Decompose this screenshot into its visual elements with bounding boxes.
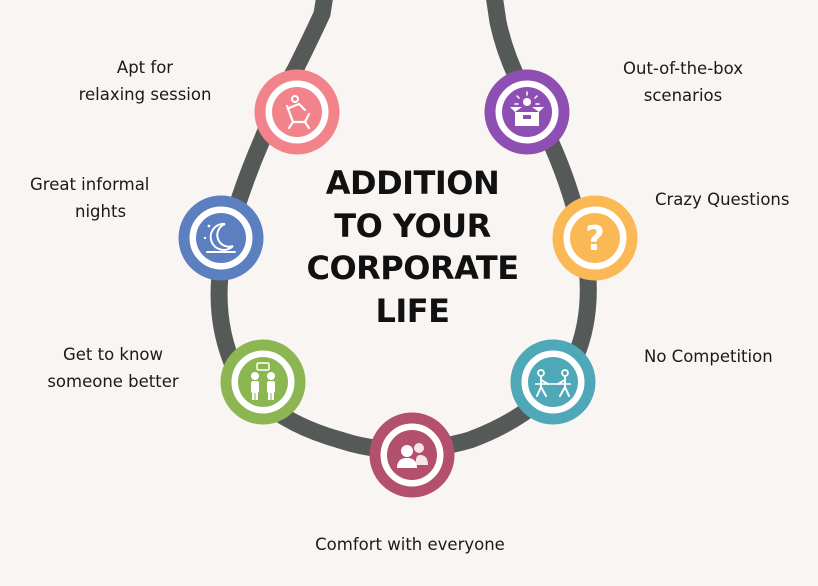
svg-text:?: ? [585, 219, 605, 259]
group-icon [397, 443, 428, 468]
node-out-of-the-box [484, 69, 570, 155]
conversation-icon [251, 362, 275, 400]
title-line: CORPORATE [306, 249, 519, 287]
node-comfort [369, 412, 455, 498]
node-fill [528, 357, 578, 407]
label-no-competition: No Competition [644, 347, 773, 366]
label-crazy-questions: Crazy Questions [655, 190, 790, 209]
loop-track [210, 0, 597, 459]
title-line: TO YOUR [334, 206, 491, 245]
label-get-to-know: Get to know someone better [47, 345, 179, 391]
label-out-of-the-box: Out-of-the-box scenarios [623, 59, 743, 105]
node-relaxing-session [254, 69, 340, 155]
node-fill [238, 357, 288, 407]
node-crazy-questions: ? [552, 195, 638, 281]
label-relaxing-session: Apt for relaxing session [78, 58, 212, 104]
title-line: LIFE [375, 291, 450, 330]
tug-of-war-icon [535, 369, 571, 397]
moon-icon [203, 222, 236, 253]
node-no-competition [510, 339, 596, 425]
center-title: ADDITION TO YOUR CORPORATE LIFE [300, 162, 525, 332]
label-informal-nights: Great informal nights [30, 175, 150, 221]
relaxing-person-icon [285, 95, 311, 130]
node-informal-nights [178, 195, 264, 281]
node-get-to-know [220, 339, 306, 425]
node-fill [570, 213, 620, 263]
node-fill [387, 430, 437, 480]
node-fill [196, 213, 246, 263]
question-mark-icon: ? [585, 219, 605, 259]
idea-box-icon [510, 91, 544, 126]
label-comfort: Comfort with everyone [315, 535, 505, 554]
node-fill [272, 87, 322, 137]
title-line: ADDITION [325, 164, 500, 202]
